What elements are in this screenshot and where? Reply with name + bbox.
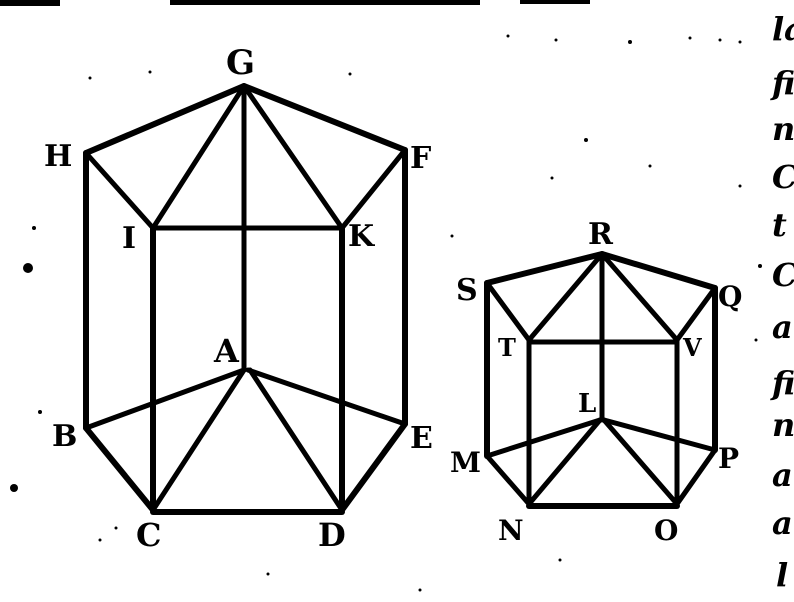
print-specks: [0, 0, 762, 592]
edge-H-I: [83, 150, 156, 231]
vertex-label-D: D: [318, 516, 346, 554]
speck: [266, 572, 270, 576]
vertex-label-M: M: [450, 446, 481, 479]
vertex-label-V: V: [682, 333, 702, 362]
margin-fragment: l: [776, 556, 788, 594]
speck: [754, 338, 758, 342]
margin-fragment: n: [772, 110, 794, 148]
vertex-label-F: F: [410, 141, 431, 176]
vertex-label-O: O: [654, 514, 678, 547]
vertex-label-E: E: [410, 421, 433, 456]
vertex-label-G: G: [226, 43, 255, 83]
margin-text: la fi n C t C a fi n a a l: [770, 10, 794, 594]
speck: [758, 264, 762, 268]
edge-Q-V: [674, 285, 718, 343]
top-ink-bleed: [0, 0, 60, 6]
right-prism: R S Q T V L M P N O: [450, 217, 742, 547]
speck: [738, 184, 742, 188]
speck: [38, 410, 42, 414]
edge-A-C: [150, 367, 247, 513]
vertex-label-R: R: [588, 217, 614, 252]
vertex-label-L: L: [578, 389, 596, 419]
vertex-label-K: K: [348, 219, 375, 254]
vertex-label-N: N: [498, 514, 524, 547]
margin-fragment: a: [772, 456, 793, 494]
left-prism: G H F I K A B E C D: [44, 43, 433, 554]
edge-F-K: [339, 147, 408, 231]
vertex-label-Q: Q: [718, 280, 742, 313]
vertex-label-B: B: [52, 419, 77, 454]
speck: [418, 588, 422, 592]
edge-L-P: [601, 417, 718, 453]
speck: [148, 70, 152, 74]
edge-A-E: [245, 367, 408, 427]
margin-fragment: C: [772, 158, 794, 196]
speck: [98, 538, 102, 542]
edge-M-N: [484, 453, 532, 507]
top-ink-bleed: [170, 0, 480, 5]
speck: [23, 263, 33, 273]
speck: [348, 72, 352, 76]
speck: [88, 76, 92, 80]
speck: [584, 138, 588, 142]
margin-fragment: C: [772, 256, 794, 294]
edge-E-D: [339, 421, 408, 513]
edge-G-H: [83, 83, 247, 156]
speck: [450, 234, 454, 238]
speck: [506, 34, 510, 38]
edge-B-C: [83, 425, 156, 513]
edge-A-D: [247, 367, 345, 513]
edge-P-O: [674, 447, 718, 507]
edge-L-O: [601, 417, 680, 507]
top-ink-bleed: [520, 0, 590, 4]
speck: [10, 484, 18, 492]
speck: [114, 526, 118, 530]
speck: [32, 226, 36, 230]
margin-fragment: fi: [770, 64, 794, 102]
edge-L-M: [484, 417, 603, 459]
speck: [554, 38, 558, 42]
vertex-label-T: T: [498, 333, 516, 362]
margin-fragment: t: [772, 206, 787, 244]
vertex-label-S: S: [456, 273, 478, 308]
edge-G-I: [150, 83, 247, 231]
edge-S-T: [484, 280, 532, 343]
edge-A-B: [83, 367, 247, 431]
speck: [558, 558, 562, 562]
speck: [648, 164, 652, 168]
speck: [718, 38, 722, 42]
edge-R-T: [526, 251, 605, 343]
margin-fragment: n: [772, 406, 794, 444]
speck: [550, 176, 554, 180]
vertex-label-C: C: [136, 516, 161, 554]
edge-R-V: [599, 251, 680, 343]
vertex-label-P: P: [718, 442, 739, 475]
edge-G-F: [241, 83, 408, 153]
vertex-label-H: H: [44, 139, 72, 174]
vertex-label-I: I: [122, 221, 136, 256]
speck: [628, 40, 632, 44]
speck: [688, 36, 692, 40]
margin-fragment: fi: [770, 364, 794, 402]
edge-R-S: [484, 251, 605, 286]
speck: [738, 40, 742, 44]
margin-fragment: la: [772, 10, 794, 48]
margin-fragment: a: [772, 504, 793, 542]
edge-R-Q: [599, 251, 718, 291]
edge-L-N: [526, 417, 603, 507]
vertex-label-A: A: [213, 332, 240, 370]
edge-G-K: [241, 83, 345, 231]
margin-fragment: a: [772, 308, 793, 346]
